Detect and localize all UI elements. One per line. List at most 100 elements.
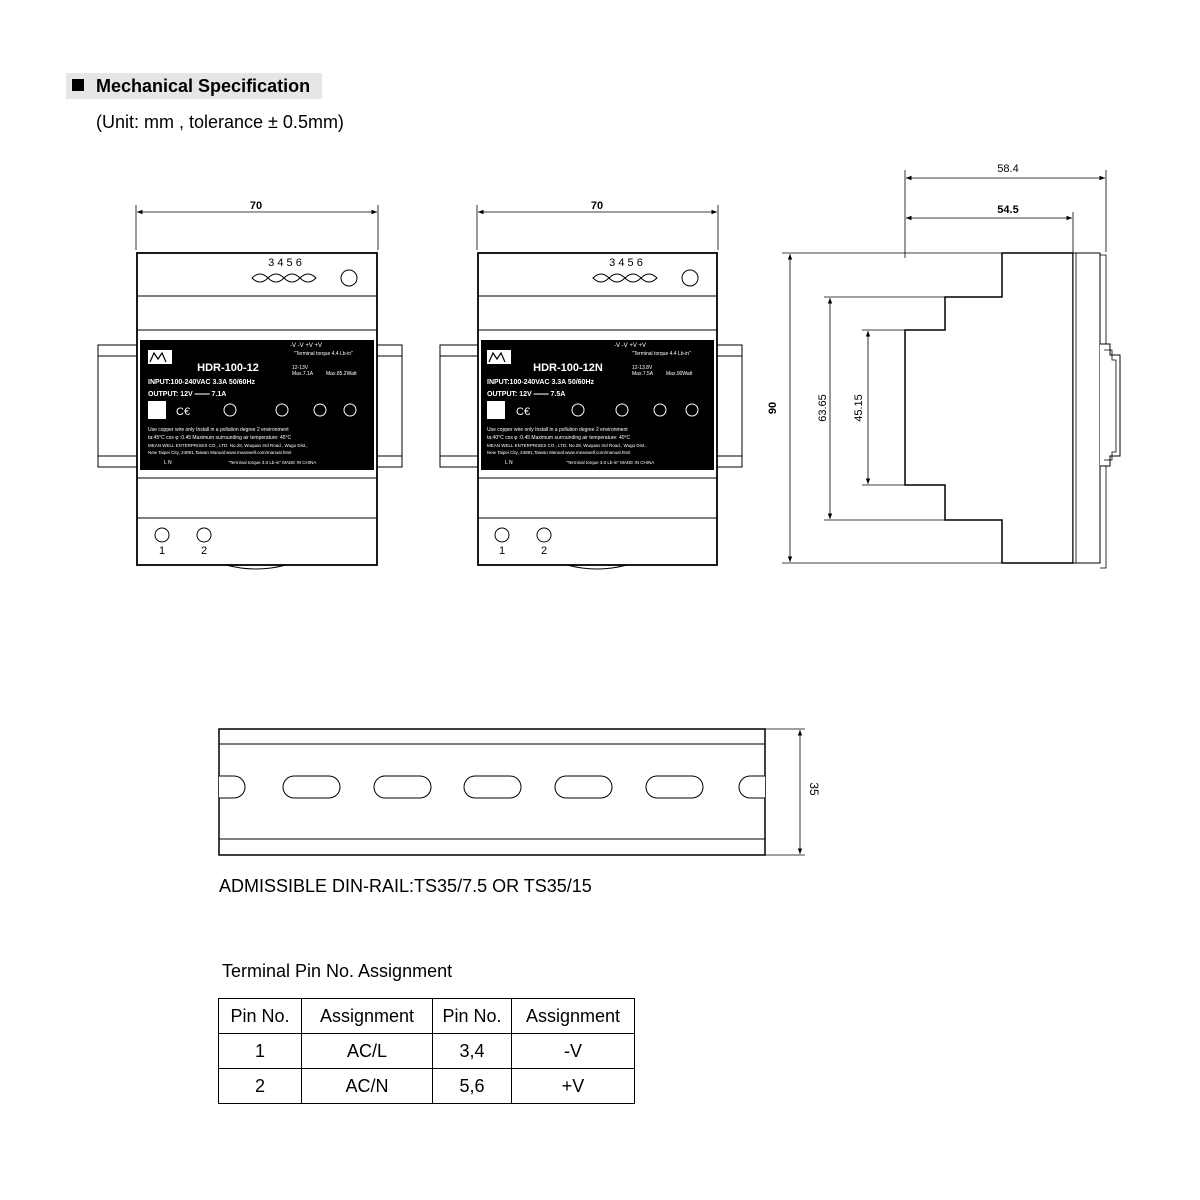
rail-slot [373,775,432,799]
output-spec: OUTPUT: 12V ═══ 7.5A [487,391,565,398]
input-spec: INPUT:100-240VAC 3.3A 50/60Hz [487,379,594,386]
section-bullet [72,79,84,91]
ce-mark: C€ [516,406,530,418]
rail-clip-left [439,344,481,468]
bottom-pin-1: 1 [159,545,165,557]
max-current: Max.7.1A [292,371,314,377]
bottom-pin-1: 1 [499,545,505,557]
cert-mark-3 [313,403,327,417]
rail-notch-right [738,775,765,799]
cert-mark-1 [223,403,237,417]
label-pin-text: -V -V +V +V [614,343,646,349]
rail-slot [463,775,522,799]
side-profile [904,252,1074,564]
rail-slot [554,775,613,799]
header-pin-no: Pin No. [432,998,512,1034]
label-ln: L N [164,460,172,466]
bottom-pin-2: 2 [541,545,547,557]
cert-mark-2 [275,403,289,417]
max-current: Max.7.5A [632,371,654,377]
ac-terminal-1 [154,527,170,543]
label-note-1: Use copper wire only Install in a pollut… [148,427,289,433]
top-pin-numbers: 3 4 5 6 [609,257,643,269]
output-spec: OUTPUT: 12V ═══ 7.1A [148,391,226,398]
input-spec: INPUT:100-240VAC 3.3A 50/60Hz [148,379,255,386]
cert-mark-4 [343,403,357,417]
output-rating: 12-13.8V [632,365,653,371]
ac-terminal-2 [536,527,552,543]
warning-symbol [148,401,166,419]
cert-mark-4 [685,403,699,417]
table-cell: AC/N [301,1068,433,1104]
cert-mark-3 [653,403,667,417]
front-view-a: 70 3 4 5 6 -V -V +V +V HDR-100-12 "Termi… [97,200,403,570]
cert-mark-1 [571,403,585,417]
output-rating: 12-13V [292,365,309,371]
rail-clip-left [97,344,139,468]
pin-table-title: Terminal Pin No. Assignment [222,961,453,981]
height-total-label: 90 [767,402,779,414]
top-pin-numbers: 3 4 5 6 [268,257,302,269]
max-power: Max.90Watt [666,371,693,377]
torque-top: "Terminal torque 4.4 Lb-in" [294,351,353,357]
din-rail-hook [1100,343,1121,467]
width-dimension-label: 70 [591,200,603,212]
model-name: HDR-100-12N [533,362,603,374]
adjust-potentiometer [340,269,358,287]
width-dimension-label: 70 [250,200,262,212]
label-city: New Taipei City, 24891,Taiwan Manual:www… [487,450,630,455]
terminal-block [592,273,658,283]
table-cell: 1 [218,1033,302,1069]
table-cell: 3,4 [432,1033,512,1069]
ce-mark: C€ [176,406,190,418]
torque-top: "Terminal torque 4.4 Lb-in" [632,351,691,357]
terminal-block [251,273,317,283]
table-row: 1 AC/L 3,4 -V [218,1033,635,1069]
label-plate-fill [143,343,371,467]
ac-terminal-1 [494,527,510,543]
torque-bottom: "Terminal torque 3.0 Lb-in" MADE IN CHIN… [228,460,316,465]
label-note-1: Use copper wire only Install in a pollut… [487,427,628,433]
table-cell: 5,6 [432,1068,512,1104]
adjust-potentiometer [681,269,699,287]
rail-clip-right [715,344,743,468]
label-note-2: ta:45°C cos φ :0.45 Maximum surrounding … [148,435,292,441]
label-ln: L N [505,460,513,466]
table-cell: 2 [218,1068,302,1104]
label-city: New Taipei City, 24891,Taiwan Manual:www… [148,450,291,455]
header-pin-no: Pin No. [218,998,302,1034]
front-view-b: 70 3 4 5 6 -V -V +V +V HDR-100-12N "Term… [439,200,743,570]
din-rail: 35 [218,728,821,856]
depth-total-label: 58.4 [997,163,1018,175]
rail-notch-left [219,775,246,799]
side-view: 58.4 54.5 90 63.65 45.15 [767,163,1121,569]
rail-slot [645,775,704,799]
din-rail-caption: ADMISSIBLE DIN-RAIL:TS35/7.5 OR TS35/15 [219,876,592,896]
cert-mark-2 [615,403,629,417]
mechanical-drawing: 70 3 4 5 6 -V -V +V +V HDR-100-12 "Termi… [97,163,1121,856]
depth-body-label: 54.5 [997,204,1018,216]
header-assignment: Assignment [511,998,635,1034]
bottom-pin-2: 2 [201,545,207,557]
label-maker: MEAN WELL ENTERPRISES CO., LTD. No.28, W… [148,443,308,448]
model-name: HDR-100-12 [197,362,259,374]
ac-terminal-2 [196,527,212,543]
rail-clip-right [375,344,403,468]
rear-clip-body [1072,252,1101,564]
height-inner-label: 45.15 [853,394,865,422]
rail-height-label: 35 [807,782,821,796]
label-note-2: ta:40°C cos φ :0.45 Maximum surrounding … [487,435,631,441]
pin-assignment-table: Pin No. Assignment Pin No. Assignment 1 … [218,998,635,1104]
header-assignment: Assignment [301,998,433,1034]
table-cell: AC/L [301,1033,433,1069]
warning-symbol [487,401,505,419]
unit-note: (Unit: mm , tolerance ± 0.5mm) [96,112,344,132]
rail-slot [282,775,341,799]
label-pin-text: -V -V +V +V [290,343,322,349]
label-plate [481,340,714,470]
max-power: Max.85.2Watt [326,371,357,377]
label-maker: MEAN WELL ENTERPRISES CO., LTD. No.28, W… [487,443,647,448]
torque-bottom: "Terminal torque 3.0 Lb-in" MADE IN CHIN… [566,460,654,465]
table-cell: +V [511,1068,635,1104]
table-cell: -V [511,1033,635,1069]
